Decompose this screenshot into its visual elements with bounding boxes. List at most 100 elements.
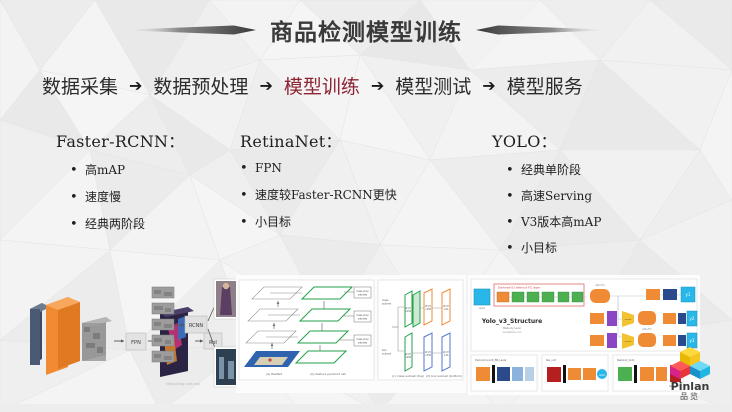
svg-text:subnets: subnets — [358, 341, 368, 344]
bullet-dot-icon: • — [506, 215, 514, 230]
column-heading: Faster-RCNN： — [56, 132, 185, 151]
bullet-dot-icon: • — [70, 163, 78, 178]
svg-text:add: add — [599, 373, 605, 377]
column-faster-rcnn: Faster-RCNN： • 高mAP • 速度慢 • 经典两阶段 — [56, 128, 246, 242]
breadcrumb-step-0[interactable]: 数据采集 — [42, 76, 119, 98]
breadcrumb-step-1[interactable]: 数据预处理 — [153, 76, 249, 98]
svg-text:W×H: W×H — [425, 305, 431, 308]
column-retinanet: RetinaNet： • FPN • 速度较Faster-RCNN更快 • 小目… — [240, 128, 490, 240]
list-item-label: V3版本高mAP — [521, 215, 602, 229]
bullet-dot-icon: • — [506, 163, 514, 178]
svg-text:W×H: W×H — [405, 353, 411, 356]
svg-text:W×H: W×H — [443, 305, 449, 308]
caption-a: (a) ResNet — [266, 372, 283, 376]
list-item: • 速度慢 — [56, 188, 246, 205]
svg-text:class+box: class+box — [356, 314, 369, 317]
panel-label-dbl: Darknetconv2D_BN_Leaky — [475, 359, 507, 362]
panel-label-res-unit-n: Res_unit*n — [669, 385, 681, 388]
breadcrumb-step-4[interactable]: 模型服务 — [506, 76, 583, 98]
list-item: • V3版本高mAP — [492, 213, 722, 230]
svg-text:×256: ×256 — [425, 308, 432, 311]
svg-text:W×H: W×H — [405, 307, 411, 310]
list-item-label: 经典单阶段 — [521, 163, 582, 177]
darknet-box-label: Darknet-53 without FC layer — [498, 286, 541, 290]
figure-yolo-v3: Input Darknet-53 without FC layer ( — [468, 275, 700, 395]
breadcrumb-arrow-icon: ➔ — [129, 75, 143, 95]
fpn-node-label: FPN — [131, 340, 141, 346]
bullet-dot-icon: • — [240, 188, 248, 203]
list-item: • 小目标 — [240, 213, 490, 230]
svg-text:subnets: subnets — [358, 317, 368, 320]
caption-b: (b) feature pyramid net — [310, 372, 346, 376]
breadcrumb-arrow-icon: ➔ — [259, 75, 273, 95]
svg-text:×256: ×256 — [405, 356, 412, 359]
yolo-structure-contact: levio@zhihu.com — [503, 331, 522, 334]
list-item-label: 高mAP — [85, 163, 126, 177]
breadcrumb-step-3[interactable]: 模型测试 — [395, 76, 472, 98]
svg-text:W×H: W×H — [425, 351, 431, 354]
logo-wordmark: Pinlan — [670, 380, 710, 393]
svg-text:class+box: class+box — [356, 290, 369, 293]
breadcrumb-arrow-icon: ➔ — [370, 75, 385, 95]
box-subnet-label: box — [382, 348, 387, 352]
svg-text:×256: ×256 — [405, 310, 412, 313]
bullet-dot-icon: • — [240, 215, 248, 230]
svg-text:concat: concat — [625, 318, 632, 321]
figure-strip: FPN RoI https://blog.csdn.net/ — [0, 275, 732, 400]
svg-text:subnet: subnet — [382, 302, 391, 306]
brand-logo: Pinlan 品览 — [657, 346, 723, 408]
logo-chinese-name: 品览 — [680, 391, 700, 401]
yolo-structure-title: Yolo_v3_Structure — [481, 318, 542, 325]
figure-faster-rcnn-head: RCNN — [151, 278, 241, 388]
list-item: • 高速Serving — [492, 187, 722, 204]
list-item: • 小目标 — [492, 239, 722, 256]
pinlan-cubes-icon — [670, 347, 710, 379]
svg-text:(26×75): (26×75) — [595, 284, 604, 287]
yolo-structure-subtitle: Made by Levio — [503, 326, 522, 330]
svg-text:concat: concat — [625, 340, 632, 343]
svg-text:(26×75): (26×75) — [642, 328, 651, 331]
breadcrumb-arrow-icon: ➔ — [482, 75, 496, 95]
breadcrumb-step-2-active[interactable]: 模型训练 — [283, 76, 360, 98]
breadcrumb: 数据采集 ➔ 数据预处理 ➔ 模型训练 ➔ 模型测试 ➔ 模型服务 — [42, 72, 583, 99]
svg-text:subnet: subnet — [382, 352, 391, 356]
decorative-arrow-right-icon — [476, 25, 616, 35]
list-item: • 经典单阶段 — [492, 161, 722, 178]
yolo-output-y2: y2 — [690, 316, 695, 321]
panel-label-res-unit: Res_unit — [546, 359, 556, 362]
decorative-arrow-left-icon — [116, 25, 256, 35]
bullet-dot-icon: • — [506, 241, 514, 256]
title-row: 商品检测模型训练 — [0, 10, 732, 50]
column-yolo: YOLO： • 经典单阶段 • 高速Serving • V3版本高mAP • 小… — [492, 128, 722, 265]
rcnn-node-label: RCNN — [189, 323, 203, 329]
bullet-list: • 高mAP • 速度慢 • 经典两阶段 — [56, 161, 246, 232]
list-item-label: 速度慢 — [85, 190, 122, 204]
yolo-output-y1: y1 — [686, 292, 691, 297]
class-subnet-label: class — [382, 298, 389, 302]
figure-faster-rcnn: FPN RoI https://blog.csdn.net/ — [30, 297, 223, 386]
column-heading: YOLO： — [492, 132, 557, 151]
list-item-label: 速度较Faster-RCNN更快 — [255, 188, 397, 202]
bullet-list: • FPN • 速度较Faster-RCNN更快 • 小目标 — [240, 161, 490, 230]
panel-label-resblock-body: Resblock_body — [617, 359, 635, 362]
list-item-label: FPN — [255, 161, 282, 175]
list-item-label: 高速Serving — [521, 189, 593, 203]
svg-text:Input: Input — [479, 307, 485, 310]
caption-c: (c) class subnet (top) — [392, 374, 424, 378]
list-item: • 高mAP — [56, 161, 246, 178]
page-title: 商品检测模型训练 — [270, 20, 462, 46]
bullet-dot-icon: • — [240, 161, 248, 176]
list-item-label: 小目标 — [521, 241, 558, 255]
svg-text:class+box: class+box — [356, 338, 369, 341]
figure-watermark: https://blog.csdn.net/ — [166, 382, 201, 386]
list-item-label: 经典两阶段 — [85, 217, 146, 231]
svg-text:W×H: W×H — [443, 351, 449, 354]
svg-text:×256: ×256 — [425, 354, 432, 357]
svg-text:×4A: ×4A — [444, 354, 449, 357]
bullet-dot-icon: • — [70, 190, 78, 205]
bullet-dot-icon: • — [506, 189, 514, 204]
model-comparison-columns: Faster-RCNN： • 高mAP • 速度慢 • 经典两阶段 Retina… — [0, 128, 732, 273]
list-item: • FPN — [240, 161, 490, 176]
